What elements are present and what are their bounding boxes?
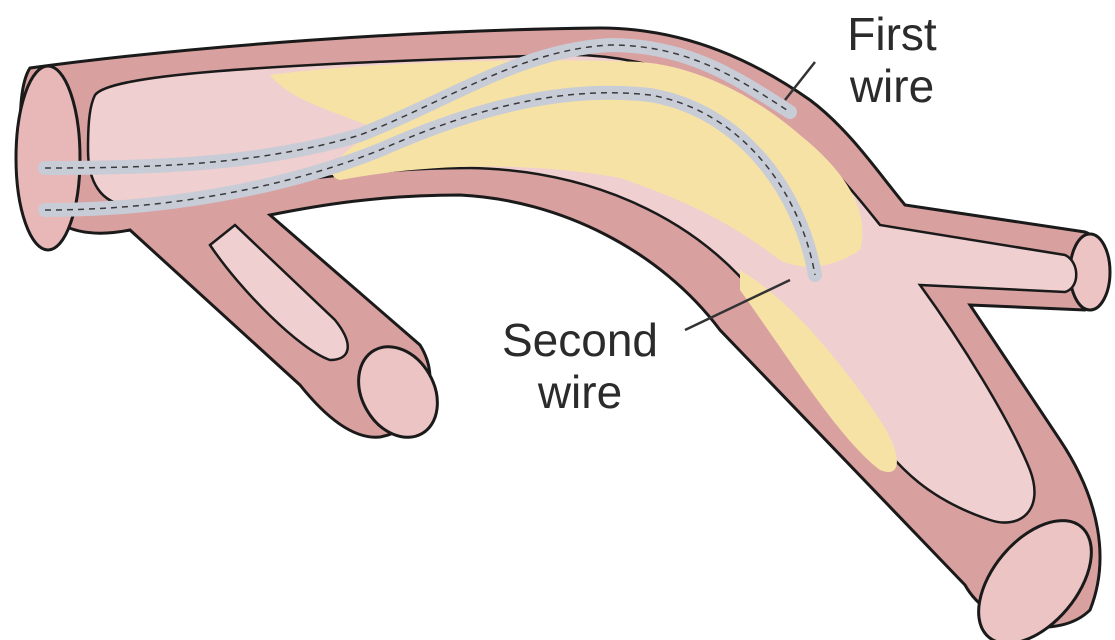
first-wire-label-line2: wire <box>822 60 962 112</box>
second-wire-label-line1: Second <box>468 314 692 366</box>
second-wire-label: Second wire <box>468 314 692 418</box>
vessel-left-opening <box>16 66 80 250</box>
first-wire-label-line1: First <box>822 8 962 60</box>
first-wire-label: First wire <box>822 8 962 112</box>
second-wire-label-line2: wire <box>468 366 692 418</box>
